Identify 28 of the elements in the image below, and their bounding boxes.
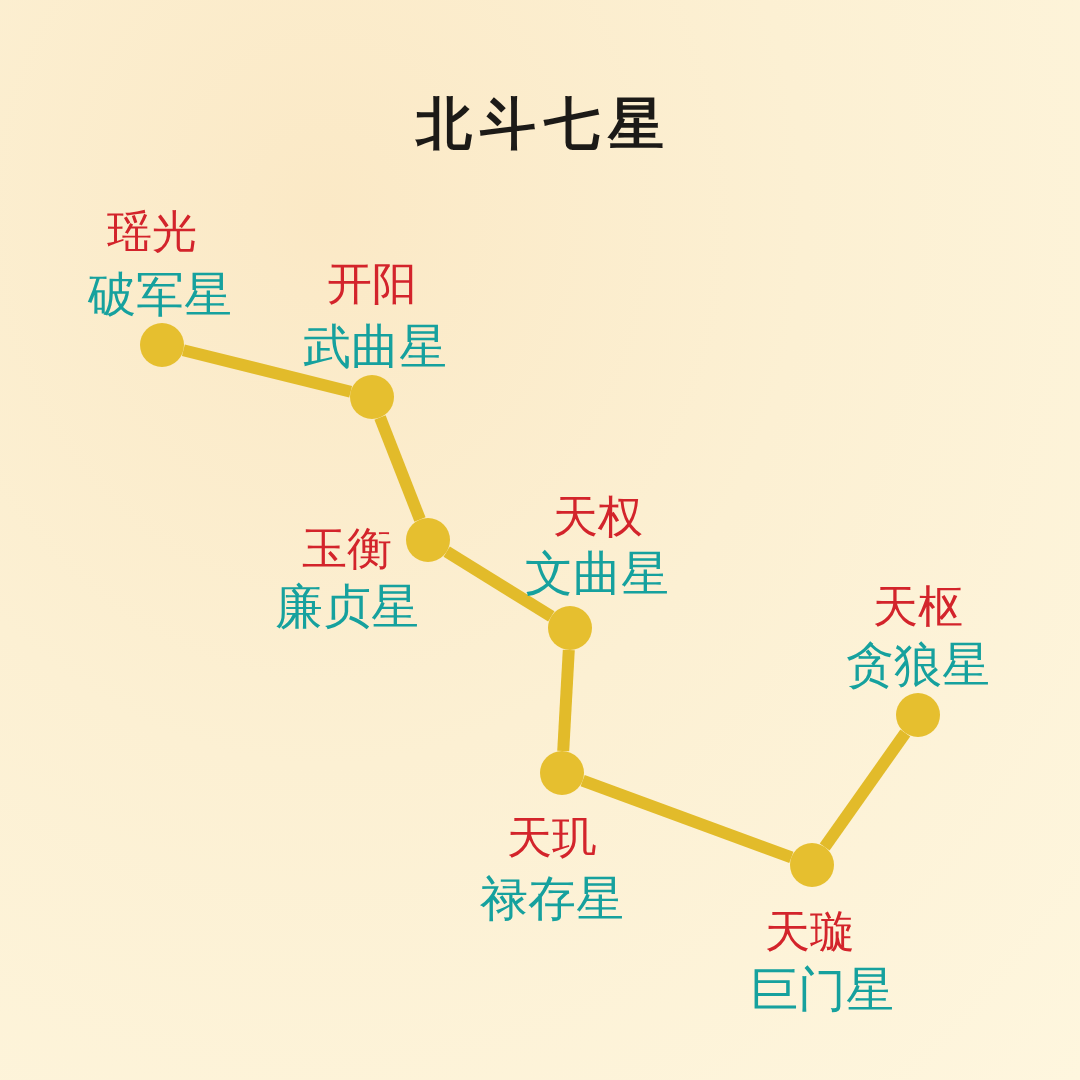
star-alias: 巨门星	[750, 965, 894, 1013]
star-dot	[790, 843, 834, 887]
star-alias: 文曲星	[525, 549, 669, 597]
star-dot	[140, 323, 184, 367]
diagram-title: 北斗七星	[414, 95, 672, 151]
star-alias: 廉贞星	[275, 582, 419, 630]
star-dot	[548, 606, 592, 650]
star-name: 天璇	[765, 908, 855, 954]
star-name: 天枢	[873, 583, 963, 629]
star-dot	[896, 693, 940, 737]
connecting-line	[443, 546, 555, 622]
connecting-line	[374, 415, 426, 522]
star-name: 玉衡	[302, 525, 392, 571]
star-alias: 破军星	[88, 270, 232, 318]
star-name: 瑶光	[107, 208, 197, 254]
star-dot	[406, 518, 450, 562]
star-name: 开阳	[327, 260, 417, 306]
connecting-line	[181, 344, 353, 398]
star-alias: 贪狼星	[846, 640, 990, 688]
star-name: 天玑	[507, 814, 597, 860]
connecting-line	[557, 649, 575, 752]
star-dot	[540, 751, 584, 795]
star-name: 天权	[553, 493, 643, 539]
connecting-line	[819, 729, 911, 851]
connecting-line	[580, 774, 794, 864]
star-dot	[350, 375, 394, 419]
star-alias: 禄存星	[480, 874, 624, 922]
star-alias: 武曲星	[303, 322, 447, 370]
